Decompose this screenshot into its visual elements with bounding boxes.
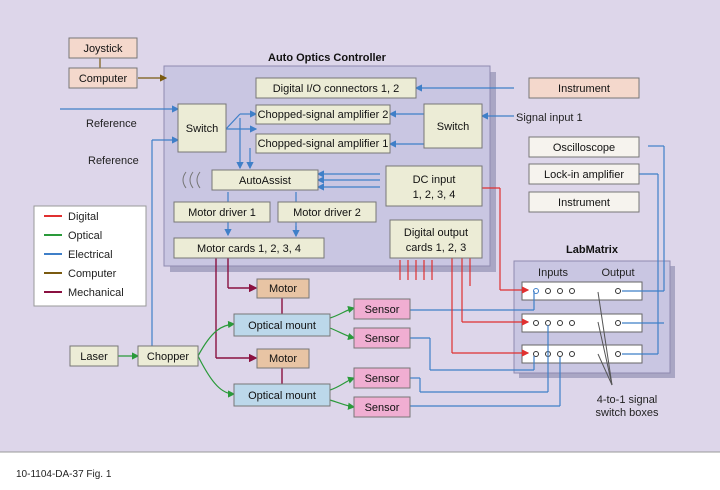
legend-item-computer: Computer xyxy=(44,268,117,280)
legend: DigitalOpticalElectricalComputerMechanic… xyxy=(33,205,147,307)
optical-mount-block-2: Optical mount xyxy=(233,383,331,407)
svg-text:Switch: Switch xyxy=(186,123,218,135)
figure-caption: 10-1104-DA-37 Fig. 1 xyxy=(16,469,112,480)
legend-label: Digital xyxy=(68,211,99,223)
sensor-block-4: Sensor xyxy=(353,396,411,418)
lockin-amplifier-block: Lock-in amplifier xyxy=(528,163,640,185)
svg-text:Sensor: Sensor xyxy=(365,304,400,316)
laser-block: Laser xyxy=(69,345,119,367)
switch-block-left: Switch xyxy=(177,103,227,153)
chopper-block: Chopper xyxy=(137,345,199,367)
instrument-block-1: Instrument xyxy=(528,77,640,99)
svg-text:Sensor: Sensor xyxy=(365,373,400,385)
sensor-block-2: Sensor xyxy=(353,327,411,349)
digital-io-connectors-block: Digital I/O connectors 1, 2 xyxy=(255,77,417,99)
dc-input-block: DC input 1, 2, 3, 4 xyxy=(385,165,483,207)
chopped-signal-amplifier-1-block: Chopped-signal amplifier 1 xyxy=(255,133,391,154)
autoassist-block: AutoAssist xyxy=(211,169,319,191)
legend-item-electrical: Electrical xyxy=(44,249,113,261)
svg-text:Oscilloscope: Oscilloscope xyxy=(553,142,615,154)
motor-block-1: Motor xyxy=(256,278,310,299)
oscilloscope-block: Oscilloscope xyxy=(528,136,640,158)
reference-label-2: Reference xyxy=(88,155,139,167)
legend-label: Electrical xyxy=(68,249,113,261)
svg-text:Joystick: Joystick xyxy=(83,43,123,55)
svg-text:Instrument: Instrument xyxy=(558,197,610,209)
sensor-block-3: Sensor xyxy=(353,367,411,389)
chopped-signal-amplifier-2-block: Chopped-signal amplifier 2 xyxy=(255,104,391,125)
svg-text:cards 1, 2, 3: cards 1, 2, 3 xyxy=(406,242,467,254)
switch-block-right: Switch xyxy=(423,103,483,149)
svg-text:AutoAssist: AutoAssist xyxy=(239,175,291,187)
controller-title: Auto Optics Controller xyxy=(268,52,387,64)
svg-text:1, 2, 3, 4: 1, 2, 3, 4 xyxy=(413,189,456,201)
svg-text:Chopper: Chopper xyxy=(147,351,190,363)
svg-text:Motor driver 1: Motor driver 1 xyxy=(188,207,256,219)
svg-text:Lock-in amplifier: Lock-in amplifier xyxy=(544,169,624,181)
legend-item-mechanical: Mechanical xyxy=(44,287,124,299)
svg-text:Motor: Motor xyxy=(269,283,297,295)
joystick-block: Joystick xyxy=(68,37,138,59)
motor-block-2: Motor xyxy=(256,348,310,369)
svg-text:Switch: Switch xyxy=(437,121,469,133)
motor-driver-1-block: Motor driver 1 xyxy=(173,201,271,223)
labmatrix-output-label: Output xyxy=(601,267,634,279)
svg-text:Digital output: Digital output xyxy=(404,227,468,239)
sensor-block-1: Sensor xyxy=(353,298,411,320)
instrument-block-2: Instrument xyxy=(528,191,640,213)
svg-text:Sensor: Sensor xyxy=(365,402,400,414)
svg-text:Computer: Computer xyxy=(79,73,128,85)
labmatrix-inputs-label: Inputs xyxy=(538,267,568,279)
svg-text:Optical mount: Optical mount xyxy=(248,320,316,332)
labmatrix-title: LabMatrix xyxy=(566,244,619,256)
legend-label: Optical xyxy=(68,230,102,242)
svg-text:Motor driver 2: Motor driver 2 xyxy=(293,207,361,219)
svg-text:Chopped-signal amplifier 1: Chopped-signal amplifier 1 xyxy=(258,138,389,150)
reference-label-1: Reference xyxy=(86,118,137,130)
computer-block: Computer xyxy=(68,67,138,89)
svg-text:Chopped-signal amplifier 2: Chopped-signal amplifier 2 xyxy=(258,109,389,121)
svg-text:Sensor: Sensor xyxy=(365,333,400,345)
legend-item-optical: Optical xyxy=(44,230,102,242)
svg-text:Motor: Motor xyxy=(269,353,297,365)
legend-label: Computer xyxy=(68,268,117,280)
svg-text:Optical mount: Optical mount xyxy=(248,390,316,402)
svg-text:Instrument: Instrument xyxy=(558,83,610,95)
svg-text:Laser: Laser xyxy=(80,351,108,363)
optical-mount-block-1: Optical mount xyxy=(233,313,331,337)
motor-cards-block: Motor cards 1, 2, 3, 4 xyxy=(173,237,325,259)
motor-driver-2-block: Motor driver 2 xyxy=(277,201,377,223)
legend-item-digital: Digital xyxy=(44,211,99,223)
svg-text:Motor cards 1, 2, 3, 4: Motor cards 1, 2, 3, 4 xyxy=(197,243,301,255)
signal-input-label: Signal input 1 xyxy=(516,112,583,124)
digital-output-cards-block: Digital output cards 1, 2, 3 xyxy=(389,219,483,259)
switch-box xyxy=(521,281,643,301)
svg-text:Digital I/O connectors 1, 2: Digital I/O connectors 1, 2 xyxy=(273,83,400,95)
legend-label: Mechanical xyxy=(68,287,124,299)
svg-text:DC input: DC input xyxy=(413,174,456,186)
